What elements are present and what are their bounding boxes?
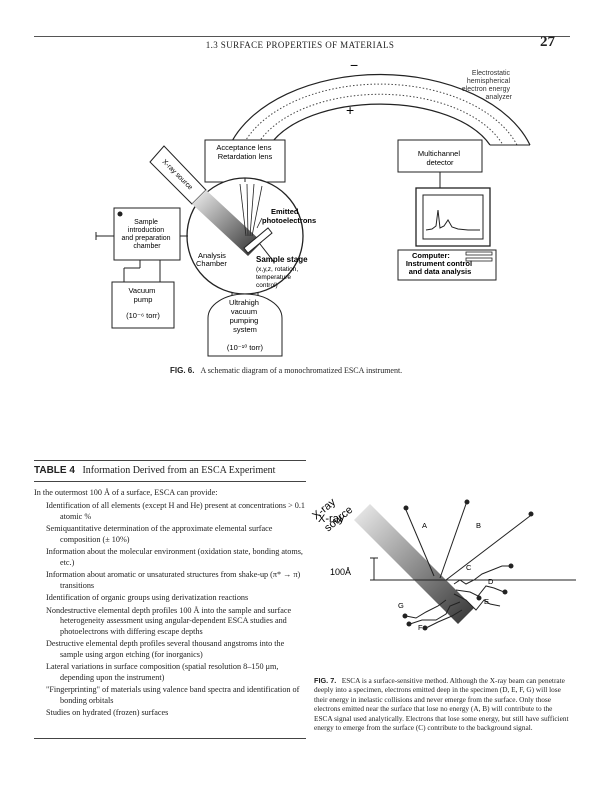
vacuum-pump-pressure: (10⁻⁶ torr) bbox=[126, 311, 160, 320]
fig7-depth-label: 100Å bbox=[330, 567, 351, 577]
table4-rule-bottom bbox=[34, 738, 306, 739]
table4-rule-top bbox=[34, 460, 306, 461]
table4-item: Destructive elemental depth profiles sev… bbox=[46, 639, 285, 659]
letter-F: F bbox=[418, 623, 423, 632]
lens-label: Acceptance lens Retardation lens bbox=[216, 143, 273, 161]
sample-stage-title: Sample stage bbox=[256, 255, 308, 264]
table4-list: Identification of all elements (except H… bbox=[34, 501, 306, 721]
sample-stage-detail: (x,y,z, rotation, temperature control) bbox=[256, 266, 300, 289]
fig7-caption-text: ESCA is a surface-sensitive method. Alth… bbox=[314, 676, 569, 733]
fig7-diagram: X-ray X-ray source 100Å A B C D E F G bbox=[310, 496, 576, 632]
fig7-caption-label: FIG. 7. bbox=[314, 676, 337, 685]
table4-item: Nondestructive elemental depth profiles … bbox=[46, 605, 292, 636]
fig6-caption-label: FIG. 6. bbox=[170, 366, 195, 375]
table4-item: Identification of all elements (except H… bbox=[46, 501, 306, 521]
fig6-caption: FIG. 6. A schematic diagram of a monochr… bbox=[170, 366, 470, 375]
table4-label: TABLE 4 bbox=[34, 465, 75, 476]
vacuum-pump-label: Vacuum pump bbox=[128, 286, 157, 304]
table4-item: "Fingerprinting" of materials using vale… bbox=[46, 685, 300, 705]
fig7-letters: A B C D E F G bbox=[398, 521, 496, 632]
computer-monitor bbox=[415, 187, 491, 247]
running-head: 1.3 SURFACE PROPERTIES OF MATERIALS bbox=[205, 40, 395, 50]
uhv-pump-housing bbox=[207, 293, 283, 357]
page-number: 27 bbox=[540, 34, 555, 50]
fig7-xray-beam bbox=[354, 504, 474, 624]
fig7-caption: FIG. 7. ESCA is a surface-sensitive meth… bbox=[314, 676, 572, 732]
analyzer-label: Electrostatic hemispherical electron ene… bbox=[462, 70, 513, 101]
fig7-electron-paths bbox=[402, 499, 534, 631]
table4-intro: In the outermost 100 Å of a surface, ESC… bbox=[34, 488, 218, 497]
computer-label: Computer: Instrument control and data an… bbox=[406, 251, 474, 276]
header-rule bbox=[34, 36, 570, 37]
lens-box bbox=[204, 139, 286, 183]
table4-item: Information about aromatic or unsaturate… bbox=[46, 570, 301, 590]
table4-item: Studies on hydrated (frozen) surfaces bbox=[46, 708, 169, 717]
table4-item: Lateral variations in surface compositio… bbox=[46, 662, 279, 682]
detector-label: Multichannel detector bbox=[418, 149, 462, 167]
keyboard-icon bbox=[465, 251, 493, 262]
emitted-rays bbox=[239, 183, 263, 237]
uhv-label: Ultrahigh vacuum pumping system bbox=[229, 298, 261, 334]
letter-C: C bbox=[466, 563, 472, 572]
sample-intro-chamber bbox=[113, 207, 181, 261]
sample-intro-label: Sample introduction and preparation cham… bbox=[122, 219, 173, 250]
fig7-xray-label: X-ray bbox=[318, 513, 345, 525]
xray-source-tube bbox=[149, 145, 262, 256]
letter-B: B bbox=[476, 521, 481, 530]
letter-D: D bbox=[488, 577, 494, 586]
letter-E: E bbox=[484, 597, 489, 606]
plus-sign: + bbox=[346, 102, 354, 118]
fig6-diagram: − + Electrostatic hemispherical electron… bbox=[95, 57, 531, 357]
letter-G: G bbox=[398, 601, 404, 610]
table4-item: Information about the molecular environm… bbox=[46, 547, 303, 567]
sample-stage-plate bbox=[243, 227, 275, 263]
vacuum-pump-box bbox=[111, 281, 175, 329]
table4-item: Semiquantitative determination of the ap… bbox=[46, 524, 273, 544]
minus-sign: − bbox=[350, 57, 358, 73]
uhv-pressure: (10⁻¹⁰ torr) bbox=[227, 343, 264, 352]
analysis-chamber-label: Analysis Chamber bbox=[196, 251, 228, 268]
letter-A: A bbox=[422, 521, 427, 530]
fig6-caption-text: A schematic diagram of a monochromatized… bbox=[200, 366, 403, 375]
detector-box bbox=[397, 139, 483, 173]
table4-title-text: Information Derived from an ESCA Experim… bbox=[82, 465, 276, 476]
table4-rule-mid bbox=[34, 481, 306, 482]
emitted-label: Emitted photoelectrons bbox=[262, 207, 316, 225]
table4-title: TABLE 4 Information Derived from an ESCA… bbox=[34, 465, 275, 476]
table4-item: Identification of organic groups using d… bbox=[46, 593, 249, 602]
